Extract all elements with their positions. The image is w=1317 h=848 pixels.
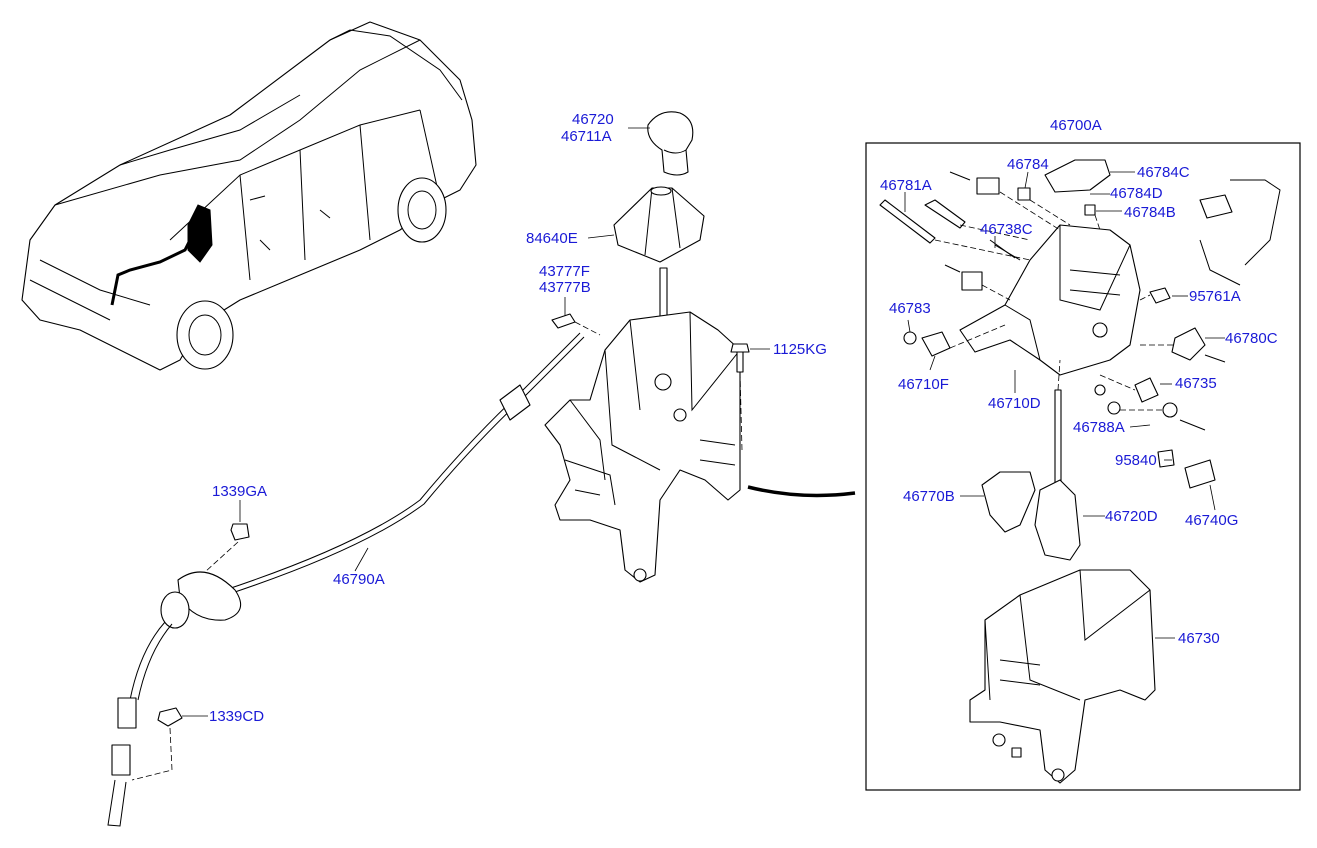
shift-knob[interactable] xyxy=(647,111,694,176)
label-46738c[interactable]: 46738C xyxy=(980,221,1033,238)
clip-43777[interactable] xyxy=(551,313,576,329)
label-46784c[interactable]: 46784C xyxy=(1137,164,1190,181)
label-46781a[interactable]: 46781A xyxy=(880,177,932,194)
label-46720d[interactable]: 46720D xyxy=(1105,508,1158,525)
label-46720[interactable]: 46720 xyxy=(572,111,614,128)
label-46735[interactable]: 46735 xyxy=(1175,375,1217,392)
label-46700a[interactable]: 46700A xyxy=(1050,117,1102,134)
vehicle-illustration xyxy=(21,21,477,371)
label-1339cd[interactable]: 1339CD xyxy=(209,708,265,725)
label-46784b[interactable]: 46784B xyxy=(1124,204,1176,221)
label-46780c[interactable]: 46780C xyxy=(1225,330,1278,347)
label-95840[interactable]: 95840 xyxy=(1115,452,1157,469)
label-46788a[interactable]: 46788A xyxy=(1073,419,1125,436)
label-46710d[interactable]: 46710D xyxy=(988,395,1041,412)
label-46783[interactable]: 46783 xyxy=(889,300,931,317)
label-46740g[interactable]: 46740G xyxy=(1185,512,1239,529)
leader-lines xyxy=(182,127,1225,717)
label-1125kg[interactable]: 1125KG xyxy=(773,341,827,358)
label-1339ga[interactable]: 1339GA xyxy=(212,483,268,500)
label-84640e[interactable]: 84640E xyxy=(526,230,578,247)
label-46710f[interactable]: 46710F xyxy=(898,376,949,393)
exploded-parts xyxy=(879,159,1281,784)
nut-1339ga[interactable] xyxy=(230,523,250,541)
label-46790a[interactable]: 46790A xyxy=(333,571,385,588)
label-43777f[interactable]: 43777F xyxy=(539,263,590,280)
label-43777b[interactable]: 43777B xyxy=(539,279,591,296)
label-46784d[interactable]: 46784D xyxy=(1110,185,1163,202)
label-95761a[interactable]: 95761A xyxy=(1189,288,1241,305)
dashed-assembly-lines xyxy=(934,191,1175,411)
exploded-view-frame xyxy=(865,142,1301,791)
shifter-assembly-center[interactable] xyxy=(544,267,741,583)
nut-1339cd[interactable] xyxy=(157,707,183,727)
label-46730[interactable]: 46730 xyxy=(1178,630,1220,647)
shift-cable[interactable] xyxy=(107,332,585,827)
shift-boot[interactable] xyxy=(613,186,705,263)
label-46770b[interactable]: 46770B xyxy=(903,488,955,505)
label-46711a[interactable]: 46711A xyxy=(561,128,612,145)
label-46784[interactable]: 46784 xyxy=(1007,156,1049,173)
